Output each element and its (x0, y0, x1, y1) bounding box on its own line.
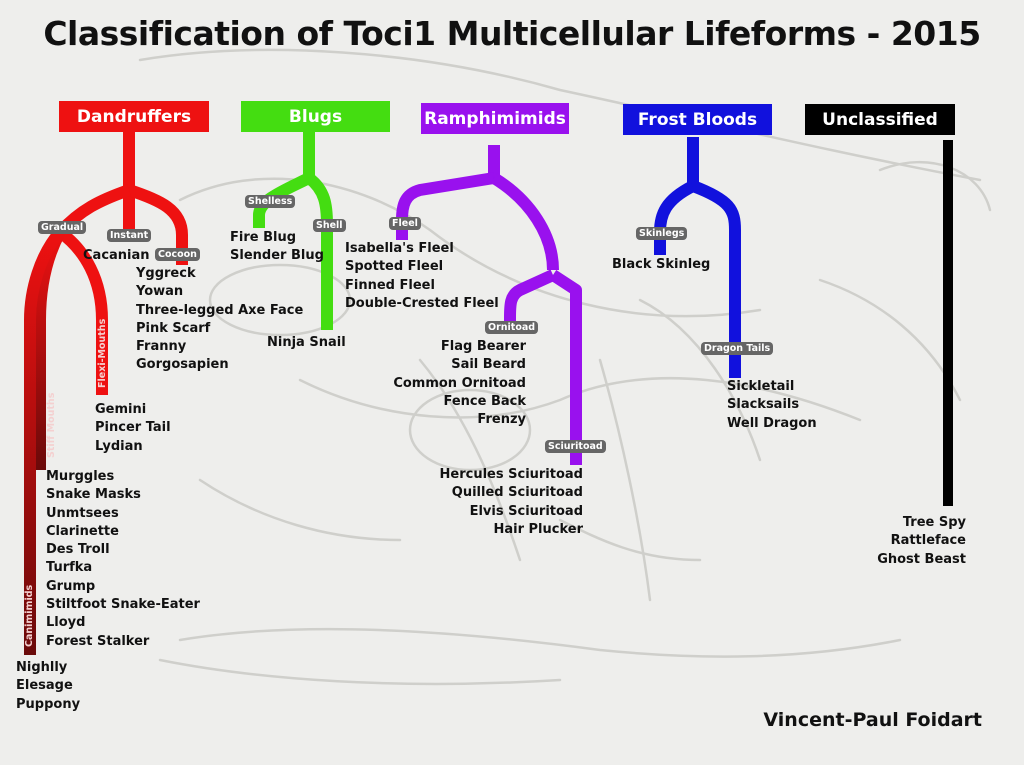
list-cocoon: Yggreck Yowan Three-legged Axe Face Pink… (136, 265, 303, 375)
list-item: Des Troll (46, 542, 110, 558)
list-item: Black Skinleg (612, 257, 711, 272)
list-item: Frenzy (477, 412, 526, 428)
tag-cocoon: Cocoon (155, 248, 200, 261)
ramphimimids-split-line (490, 172, 559, 271)
header-dandruffers-label: Dandruffers (76, 106, 192, 127)
list-item: Well Dragon (727, 415, 817, 431)
list-item: Ninja Snail (267, 335, 346, 350)
ramphimimids-ornitoad-line (504, 269, 556, 325)
list-item: Yowan (136, 284, 184, 300)
list-item: Spotted Fleel (345, 259, 444, 275)
list-item: Double-Crested Fleel (345, 295, 499, 311)
list-item: Clarinette (46, 523, 119, 539)
tag-sciuritoad: Sciuritoad (545, 440, 606, 453)
tag-dragon-tails: Dragon Tails (701, 342, 774, 355)
list-item: Murggles (46, 469, 115, 484)
list-item: Lloyd (46, 615, 86, 631)
tag-fleel: Fleel (389, 217, 421, 230)
header-ramphimimids-label: Ramphimimids (424, 108, 566, 129)
list-item: Rattleface (890, 533, 966, 549)
tag-flexi-mouths: Flexi-Mouths (97, 318, 108, 388)
header-unclassified: Unclassified (805, 104, 955, 135)
ramphimimids-fleel-line (396, 172, 495, 240)
list-item: Quilled Sciuritoad (451, 485, 583, 501)
list-item: Gorgosapien (136, 357, 229, 373)
list-item: Elesage (16, 678, 73, 694)
list-item: Tree Spy (902, 515, 966, 530)
list-item: Flag Bearer (440, 339, 526, 354)
header-dandruffers: Dandruffers (59, 101, 209, 132)
header-blugs: Blugs (241, 101, 390, 132)
list-item: Elvis Sciuritoad (469, 503, 583, 519)
list-item: Turfka (46, 560, 93, 576)
list-item: Hair Plucker (493, 521, 583, 537)
list-item: Yggreck (136, 266, 196, 281)
page-title: Classification of Toci1 Multicellular Li… (43, 14, 981, 53)
header-frost-bloods: Frost Bloods (623, 104, 772, 135)
list-item: Pincer Tail (95, 420, 171, 436)
tag-shelless: Shelless (245, 195, 296, 208)
list-item: Slacksails (727, 397, 800, 413)
list-item: Sail Beard (451, 357, 526, 373)
list-fleel: Isabella's Fleel Spotted Fleel Finned Fl… (345, 240, 499, 313)
list-item: Cacanian (83, 248, 150, 263)
list-item: Isabella's Fleel (345, 241, 454, 256)
list-item: Puppony (16, 696, 81, 712)
header-frost-bloods-label: Frost Bloods (637, 109, 758, 130)
list-skinlegs: Black Skinleg (612, 256, 710, 274)
list-unclassified: Tree Spy Rattleface Ghost Beast (877, 514, 966, 569)
list-item: Unmtsees (46, 505, 119, 521)
header-ramphimimids: Ramphimimids (421, 103, 569, 134)
header-blugs-label: Blugs (288, 106, 343, 127)
dandruffers-cocoon-line (127, 184, 188, 265)
list-item: Fire Blug (230, 230, 297, 245)
frost-bloods-dragontail-line (690, 180, 741, 378)
list-item: Slender Blug (230, 248, 324, 264)
list-item: Nighlly (16, 660, 68, 675)
ramphimimids-sciuritoad-line (549, 269, 582, 465)
list-shell: Ninja Snail (267, 334, 346, 352)
header-unclassified-label: Unclassified (822, 109, 938, 130)
list-sciuritoad: Hercules Sciuritoad Quilled Sciuritoad E… (440, 466, 583, 539)
list-item: Forest Stalker (46, 633, 150, 649)
list-item: Ghost Beast (877, 551, 966, 567)
tag-ornitoad: Ornitoad (485, 321, 539, 334)
list-item: Stiltfoot Snake-Eater (46, 597, 200, 613)
list-instant: Cacanian (83, 247, 150, 265)
list-item: Pink Scarf (136, 320, 211, 336)
list-dragon-tails: Sickletail Slacksails Well Dragon (727, 378, 817, 433)
tag-stiff-mouths: Stiff Mouths (46, 392, 57, 458)
list-item: Finned Fleel (345, 277, 435, 293)
dandruffers-canimimid-line (24, 228, 65, 655)
list-item: Gemini (95, 402, 147, 417)
list-ornitoad: Flag Bearer Sail Beard Common Ornitoad F… (393, 338, 526, 429)
list-item: Hercules Sciuritoad (439, 467, 583, 482)
list-flexi-mouths: Gemini Pincer Tail Lydian (95, 401, 171, 456)
list-item: Snake Masks (46, 487, 141, 503)
list-item: Franny (136, 339, 187, 355)
list-item: Lydian (95, 438, 143, 454)
author-credit: Vincent-Paul Foidart (763, 709, 982, 731)
dandruffers-flexi-line (56, 227, 108, 395)
list-item: Grump (46, 578, 96, 594)
list-canimimids: Nighlly Elesage Puppony (16, 659, 80, 714)
tag-skinlegs: Skinlegs (636, 227, 688, 240)
list-shelless: Fire Blug Slender Blug (230, 229, 324, 266)
tag-canimimids: Canimimids (24, 584, 35, 647)
list-stiff-mouths: Murggles Snake Masks Unmtsees Clarinette… (46, 468, 200, 651)
list-item: Sickletail (727, 379, 795, 394)
tag-instant: Instant (107, 229, 152, 242)
list-item: Fence Back (443, 393, 526, 409)
list-item: Common Ornitoad (393, 375, 526, 391)
tag-shell: Shell (313, 219, 346, 232)
list-item: Three-legged Axe Face (136, 302, 304, 318)
tag-gradual: Gradual (38, 221, 87, 234)
frost-bloods-skinleg-line (654, 180, 696, 255)
